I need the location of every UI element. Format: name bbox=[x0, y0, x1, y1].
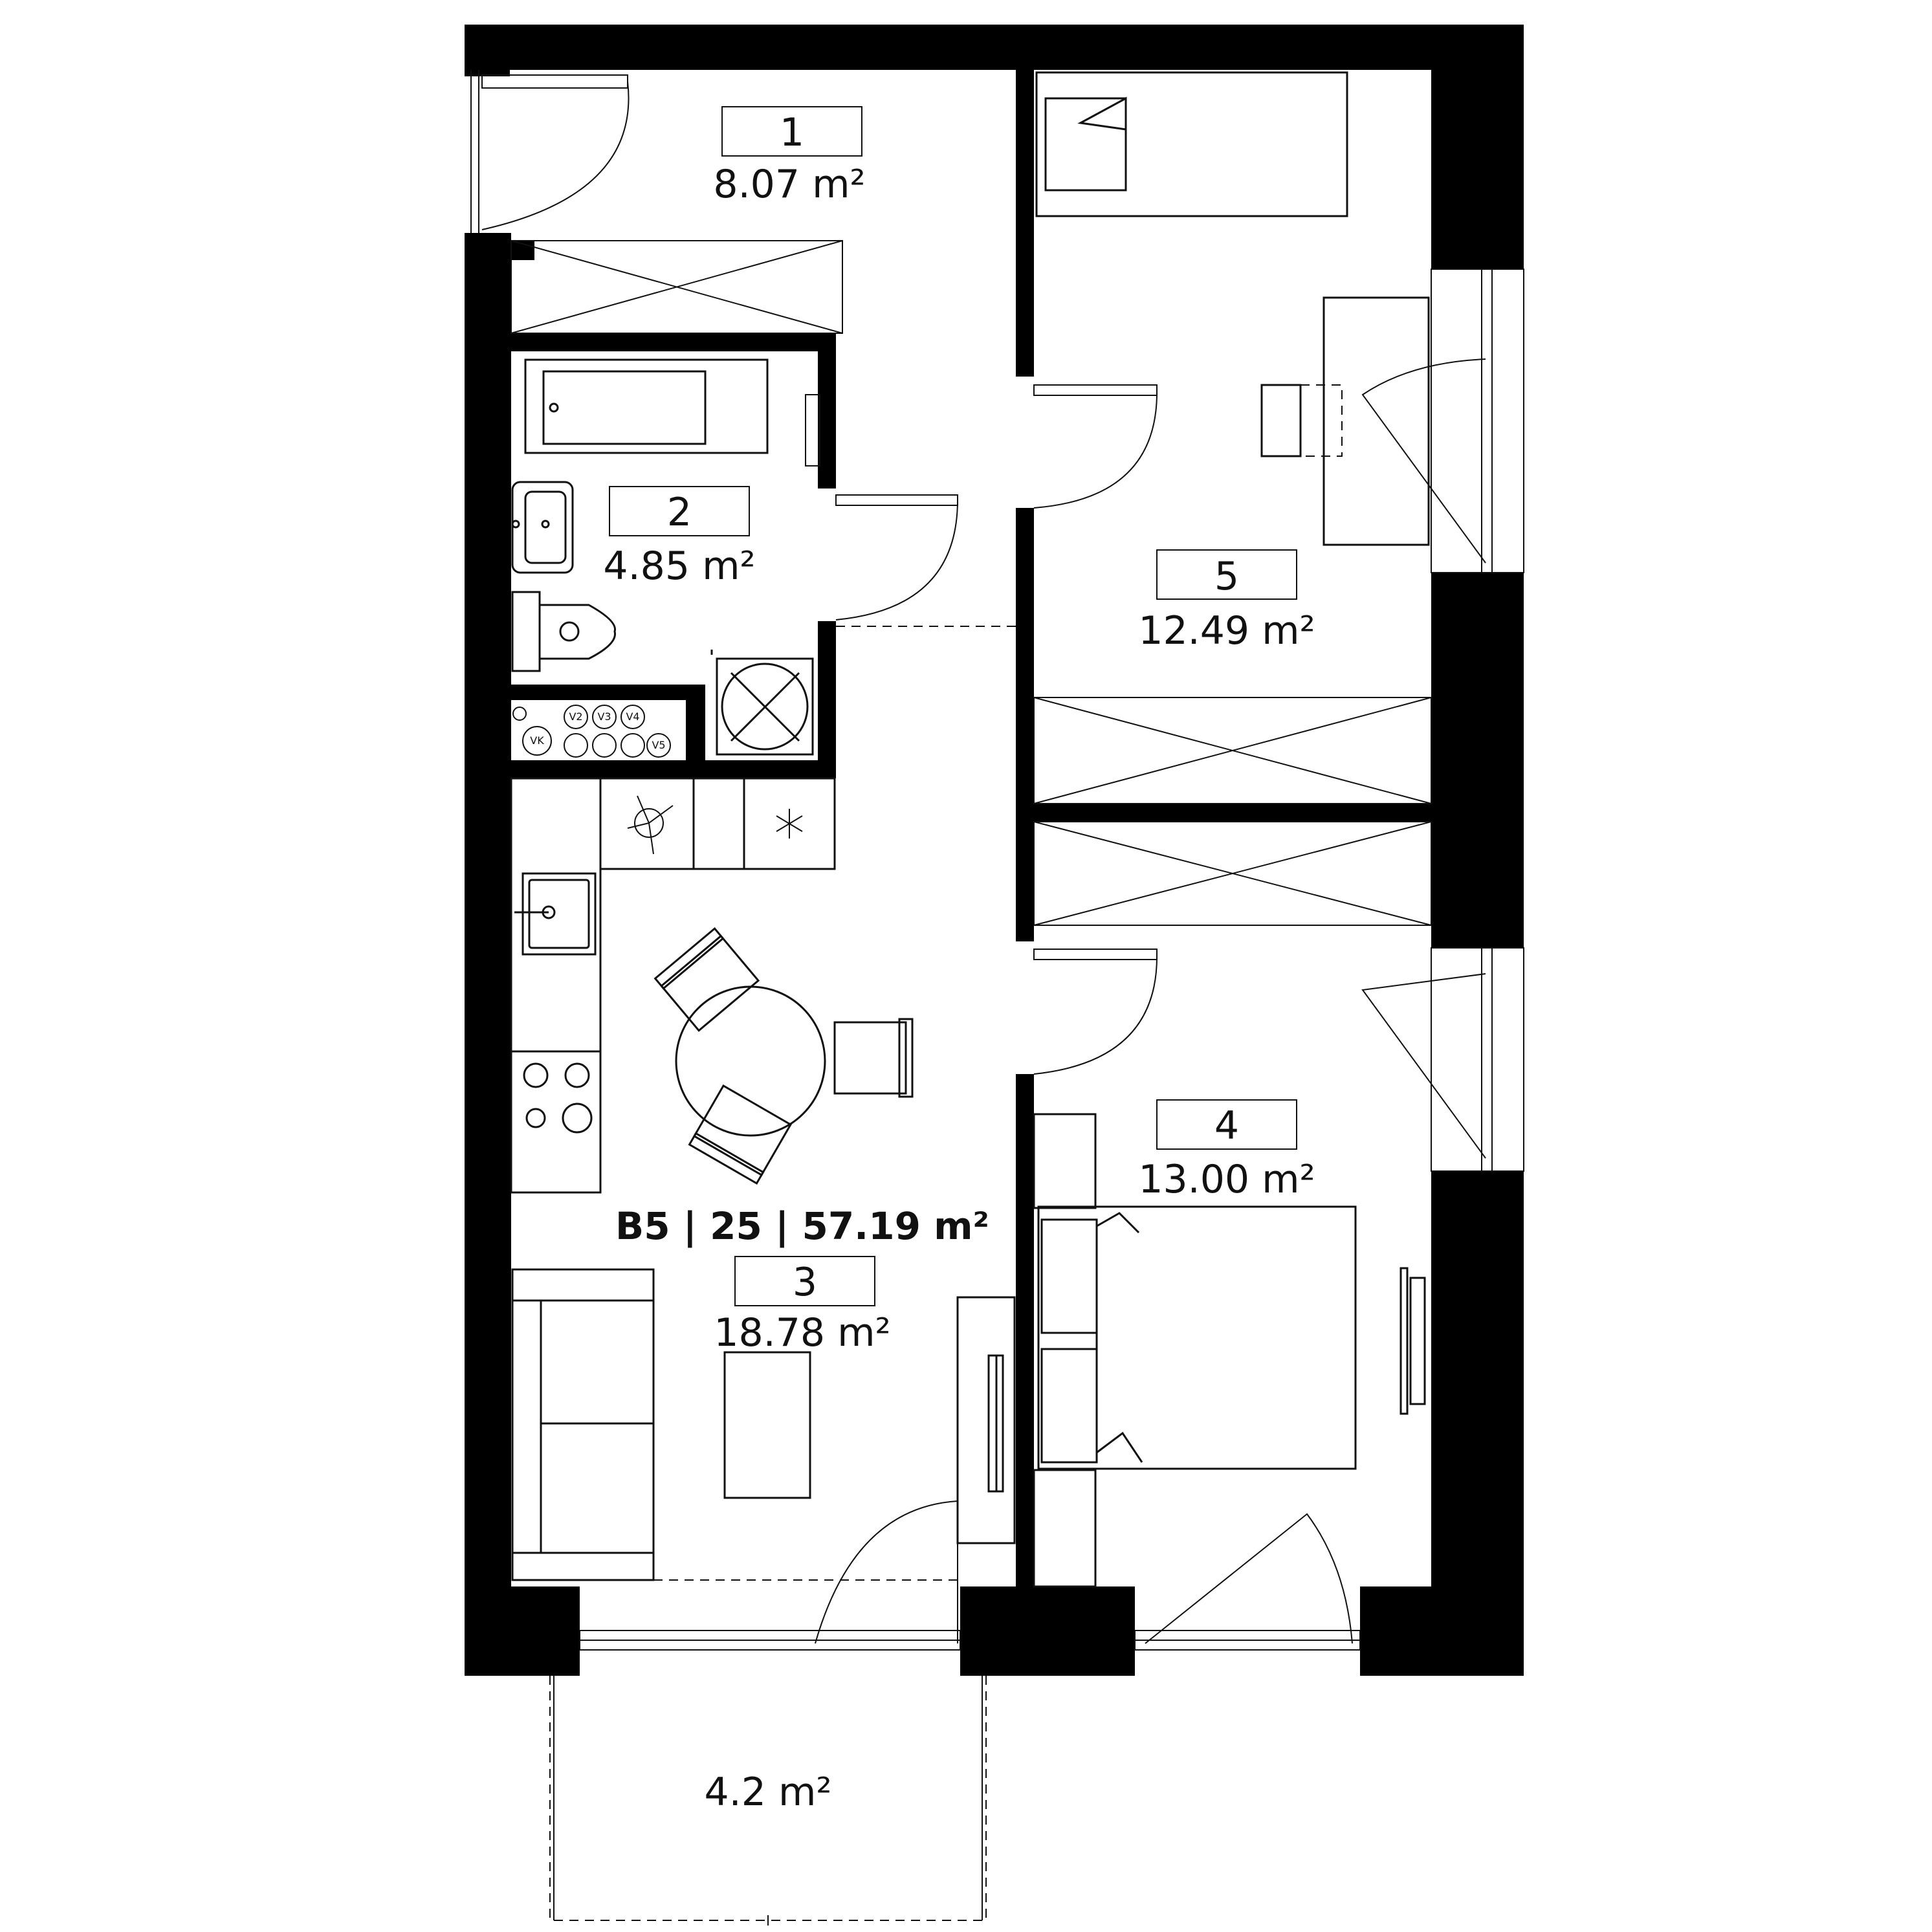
svg-text:V5: V5 bbox=[652, 739, 665, 751]
radiator bbox=[1400, 1267, 1426, 1415]
room-4-area: 13.00 m² bbox=[1138, 1157, 1315, 1202]
fridge-snowflake-icon bbox=[776, 809, 803, 839]
room-5-area: 12.49 m² bbox=[1138, 608, 1315, 653]
doors bbox=[481, 74, 1158, 1075]
room-2-label: 2 4.85 m² bbox=[603, 486, 756, 589]
balcony bbox=[549, 1676, 987, 1926]
single-bed bbox=[1035, 71, 1348, 217]
room-3-number: 3 bbox=[793, 1260, 817, 1305]
toilet bbox=[511, 591, 616, 672]
room-5-number: 5 bbox=[1214, 554, 1239, 599]
nightstand bbox=[1033, 1113, 1097, 1209]
wardrobes bbox=[510, 240, 1432, 926]
svg-text:VK: VK bbox=[530, 734, 544, 747]
window-swings bbox=[815, 358, 1486, 1644]
washing-machine bbox=[710, 650, 814, 756]
room-4-label: 4 13.00 m² bbox=[1138, 1099, 1315, 1202]
svg-text:V2: V2 bbox=[569, 710, 582, 723]
room-3-area: 18.78 m² bbox=[714, 1310, 890, 1356]
svg-text:V4: V4 bbox=[626, 710, 639, 723]
bathtub bbox=[524, 358, 769, 454]
double-bed bbox=[1037, 1205, 1357, 1470]
sofa bbox=[511, 1268, 655, 1581]
meter-cabinet: VK V2 V3 V4 V5 bbox=[512, 705, 671, 758]
cooktop bbox=[510, 1050, 602, 1194]
room-3-label: 3 18.78 m² bbox=[714, 1256, 891, 1356]
room-1-number: 1 bbox=[780, 110, 804, 155]
tv-stand bbox=[956, 1296, 1016, 1544]
dining-table bbox=[653, 927, 914, 1185]
kitchen-sink bbox=[514, 872, 597, 956]
washbasin bbox=[511, 481, 574, 574]
hood-fan-icon bbox=[627, 795, 674, 855]
desk bbox=[1260, 296, 1430, 546]
windows bbox=[470, 70, 1524, 1651]
room-5-label: 5 12.49 m² bbox=[1138, 549, 1315, 653]
room-1-area: 8.07 m² bbox=[713, 162, 865, 207]
nightstand bbox=[1033, 1469, 1097, 1588]
walls bbox=[465, 25, 1524, 1676]
room-2-number: 2 bbox=[667, 490, 692, 535]
balcony-area: 4.2 m² bbox=[705, 1770, 832, 1815]
room-2-area: 4.85 m² bbox=[603, 543, 755, 589]
room-4-number: 4 bbox=[1214, 1103, 1239, 1148]
kitchen-counter bbox=[510, 777, 836, 1194]
apartment-summary: B5 | 25 | 57.19 m² bbox=[615, 1204, 989, 1248]
room-1-label: 1 8.07 m² bbox=[713, 106, 866, 207]
towel-heater bbox=[805, 394, 820, 467]
coffee-table bbox=[723, 1351, 811, 1499]
svg-text:V3: V3 bbox=[597, 710, 611, 723]
